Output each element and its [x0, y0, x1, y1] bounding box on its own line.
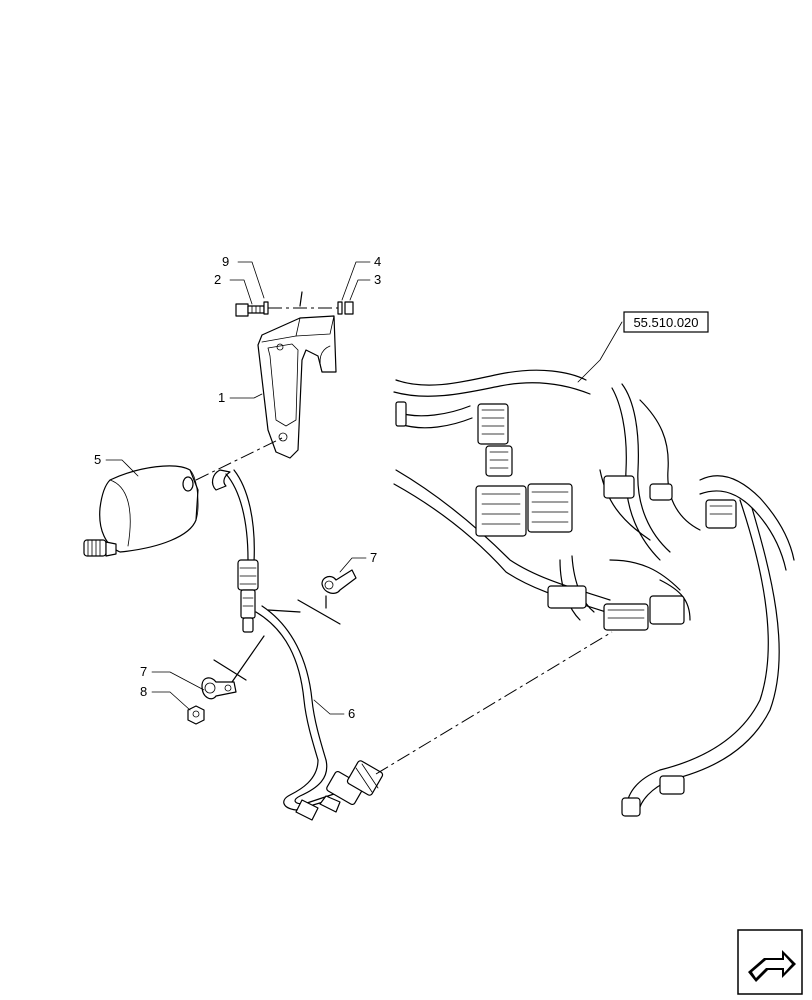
tie-wrap-lower [213, 659, 247, 681]
accumulator [83, 465, 199, 557]
callout-7-upper: 7 [370, 550, 377, 565]
callout-9: 9 [222, 254, 229, 269]
callout-2: 2 [214, 272, 221, 287]
callout-1: 1 [218, 390, 225, 405]
callout-5: 5 [94, 452, 101, 467]
accumulator-axis [195, 437, 283, 481]
callout-7-lower: 7 [140, 664, 147, 679]
reference-link[interactable]: 55.510.020 [623, 311, 709, 333]
tie-wrap-upper [297, 599, 341, 625]
callout-3: 3 [374, 272, 381, 287]
cable-clip-lower [201, 677, 237, 700]
bracket [257, 291, 337, 459]
bolt [235, 303, 265, 317]
nut-small [187, 705, 205, 725]
wire-harness [211, 469, 384, 821]
lock-washer [337, 301, 343, 315]
cable-clip-upper [321, 569, 357, 609]
callout-6: 6 [348, 706, 355, 721]
connector-axis [375, 631, 613, 775]
callout-8: 8 [140, 684, 147, 699]
leader-lines [105, 261, 623, 715]
washer [263, 301, 269, 315]
callout-4: 4 [374, 254, 381, 269]
next-page-arrow-icon[interactable] [737, 929, 803, 995]
main-harness [393, 369, 795, 817]
reference-label: 55.510.020 [633, 315, 698, 330]
nut [344, 301, 354, 315]
